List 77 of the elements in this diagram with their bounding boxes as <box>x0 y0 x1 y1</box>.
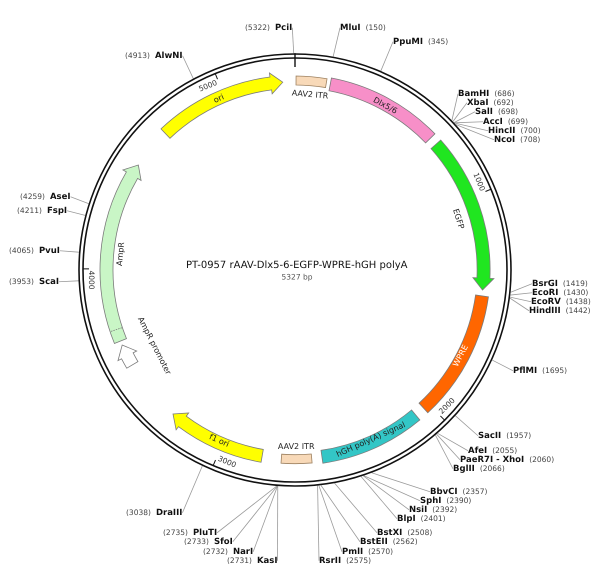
enzyme-name: FspI <box>46 206 68 215</box>
leader-line <box>371 472 430 492</box>
enzyme-name: PluTI <box>192 528 218 537</box>
leader-line <box>317 485 320 562</box>
leader-line <box>454 122 488 132</box>
enzyme-name: BstEII <box>360 538 388 546</box>
feature-label: AAV2 ITR <box>278 442 314 451</box>
enzyme-name: PmlI <box>342 548 364 556</box>
leader-line <box>510 283 532 293</box>
enzyme-name: XbaI <box>467 98 489 107</box>
leader-line <box>380 41 394 72</box>
leader-line <box>435 434 454 470</box>
enzyme-name: ScaI <box>38 278 60 286</box>
enzyme-name: SfoI <box>214 538 233 546</box>
leader-line <box>320 484 360 542</box>
leader-line <box>182 55 194 79</box>
enzyme-name: PaeR7I - XhoI <box>460 456 524 464</box>
leader-line <box>492 360 514 372</box>
enzyme-name: PciI <box>274 24 292 32</box>
leader-line <box>362 475 410 510</box>
leader-line <box>58 280 79 282</box>
leader-line <box>252 486 278 552</box>
enzyme-name: NcoI <box>494 136 516 144</box>
leader-line <box>437 432 468 452</box>
enzyme-name: BglII <box>453 464 475 473</box>
enzyme-name: SalI <box>475 108 493 116</box>
enzyme-name: BlpI <box>397 514 416 523</box>
enzyme-name: EcoRV <box>531 298 561 306</box>
enzyme-name: RsrII <box>319 556 342 565</box>
enzyme-name: SphI <box>420 496 442 505</box>
leader-line <box>452 93 458 121</box>
leader-line <box>455 124 494 140</box>
leader-line <box>216 486 278 534</box>
leader-line <box>454 111 476 123</box>
leader-line <box>454 121 484 124</box>
leader-line <box>66 210 86 216</box>
enzyme-name: DraIII <box>156 508 182 517</box>
leader-line <box>182 466 203 514</box>
enzyme-name: EcoRI <box>532 288 558 297</box>
enzyme-name: PpuMI <box>393 38 423 46</box>
feature-label: AAV2 ITR <box>292 89 329 100</box>
enzyme-name: AlwNI <box>154 52 183 60</box>
leader-line <box>332 27 340 57</box>
enzyme-name: BsrGI <box>532 280 558 288</box>
leader-line <box>292 27 294 54</box>
leader-line <box>363 475 420 502</box>
leader-line <box>436 434 460 460</box>
leader-line <box>510 292 532 296</box>
enzyme-name: AseI <box>50 192 71 201</box>
leader-line <box>452 102 468 122</box>
leader-line <box>510 298 530 312</box>
enzyme-name: BamHI <box>458 90 490 98</box>
enzyme-name: HindIII <box>529 306 561 315</box>
leader-line <box>232 486 278 542</box>
leader-line <box>60 250 80 253</box>
enzyme-name: BstXI <box>377 528 402 537</box>
leader-line <box>510 296 532 302</box>
leader-line <box>455 415 478 436</box>
leader-line <box>334 482 378 534</box>
enzyme-name: KasI <box>256 556 278 565</box>
enzyme-name: BbvCI <box>430 488 458 496</box>
leader-line <box>360 476 398 520</box>
leader-line <box>70 196 89 204</box>
feature-label: EGFP <box>451 208 466 230</box>
enzyme-name: SacII <box>478 432 502 440</box>
enzyme-name: NsiI <box>409 506 428 514</box>
feature-label: AmpR <box>116 242 126 266</box>
leader-line <box>318 485 342 552</box>
enzyme-name: AfeI <box>468 446 488 455</box>
enzyme-name: HincII <box>488 126 516 135</box>
enzyme-name: PflMI <box>513 366 538 375</box>
enzyme-name: NarI <box>232 548 254 556</box>
plasmid-title: PT-0957 rAAV-Dlx5-6-EGFP-WPRE-hGH polyA <box>186 261 408 271</box>
enzyme-name: PvuI <box>38 246 60 255</box>
enzyme-name: MluI <box>340 24 361 32</box>
enzyme-name: AccI <box>483 118 503 126</box>
leader-line <box>277 486 278 562</box>
